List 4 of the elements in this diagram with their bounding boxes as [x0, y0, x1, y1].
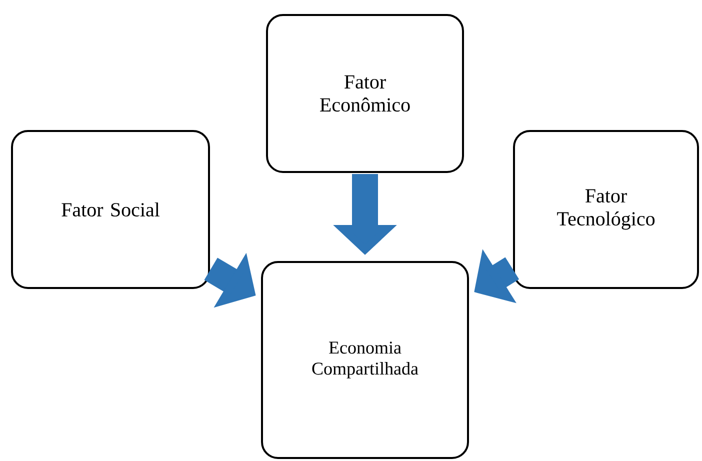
factor-box: Economia Compartilhada — [261, 261, 469, 459]
factor-box: Fator Econômico — [266, 14, 464, 173]
factor-box: Fator Tecnológico — [513, 130, 699, 289]
factor-box: Fator Social — [11, 130, 210, 289]
